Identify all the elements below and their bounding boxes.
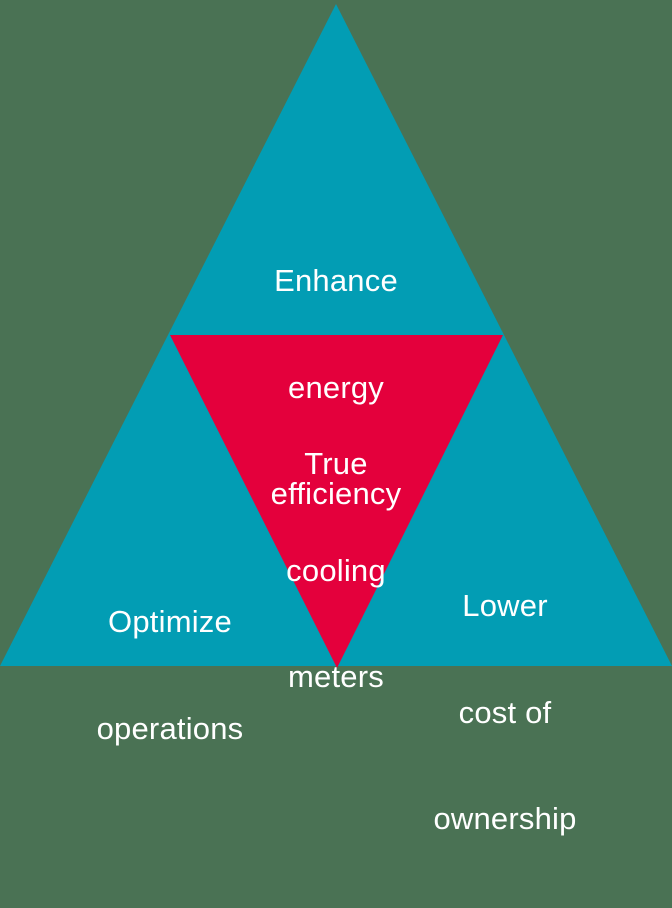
inner-triangle [170,335,503,668]
label-line: operations [96,710,244,746]
label-line: cost of [458,694,552,730]
triangle-diagram-svg [0,4,672,668]
label-line: ownership [433,801,577,836]
diagram-canvas: Enhance energy efficiency True cooling m… [0,4,672,836]
